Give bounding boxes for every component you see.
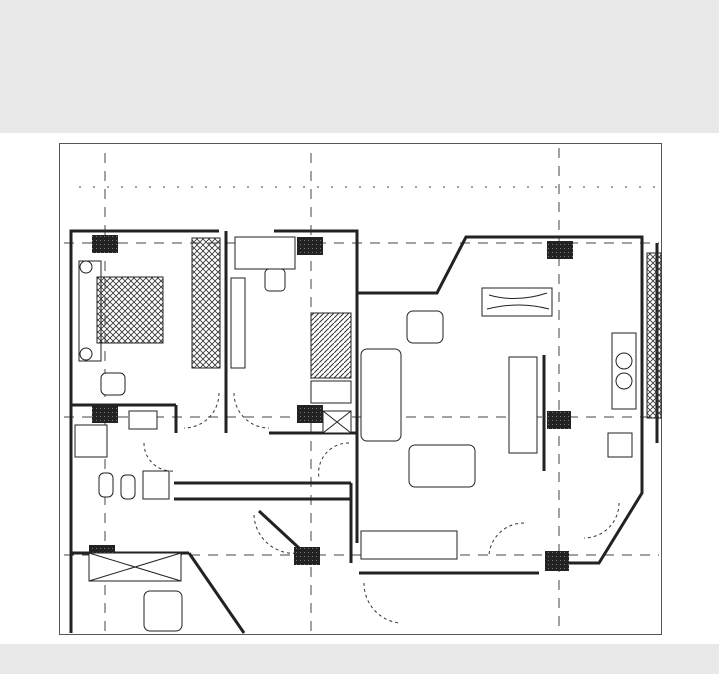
sofa bbox=[408, 444, 476, 488]
top-band bbox=[0, 0, 719, 133]
cooktop bbox=[607, 432, 633, 458]
sink bbox=[128, 410, 158, 430]
bottom-band bbox=[0, 644, 719, 674]
floor-plan-image bbox=[59, 143, 662, 635]
desk bbox=[234, 236, 296, 270]
dining-table bbox=[481, 287, 553, 317]
kitchen-island bbox=[508, 356, 538, 454]
shower bbox=[74, 424, 108, 458]
wardrobe bbox=[191, 237, 221, 369]
door-swings bbox=[143, 392, 620, 624]
sofa bbox=[360, 348, 402, 442]
bed bbox=[96, 276, 164, 344]
shelf bbox=[230, 277, 246, 369]
toilet bbox=[98, 472, 114, 498]
kitchen-counter bbox=[611, 332, 637, 410]
armchair bbox=[406, 310, 444, 344]
balcony-rail bbox=[646, 252, 662, 419]
cabinet bbox=[360, 530, 458, 560]
chair bbox=[100, 372, 126, 396]
stair bbox=[310, 312, 352, 379]
armchair bbox=[143, 590, 183, 632]
